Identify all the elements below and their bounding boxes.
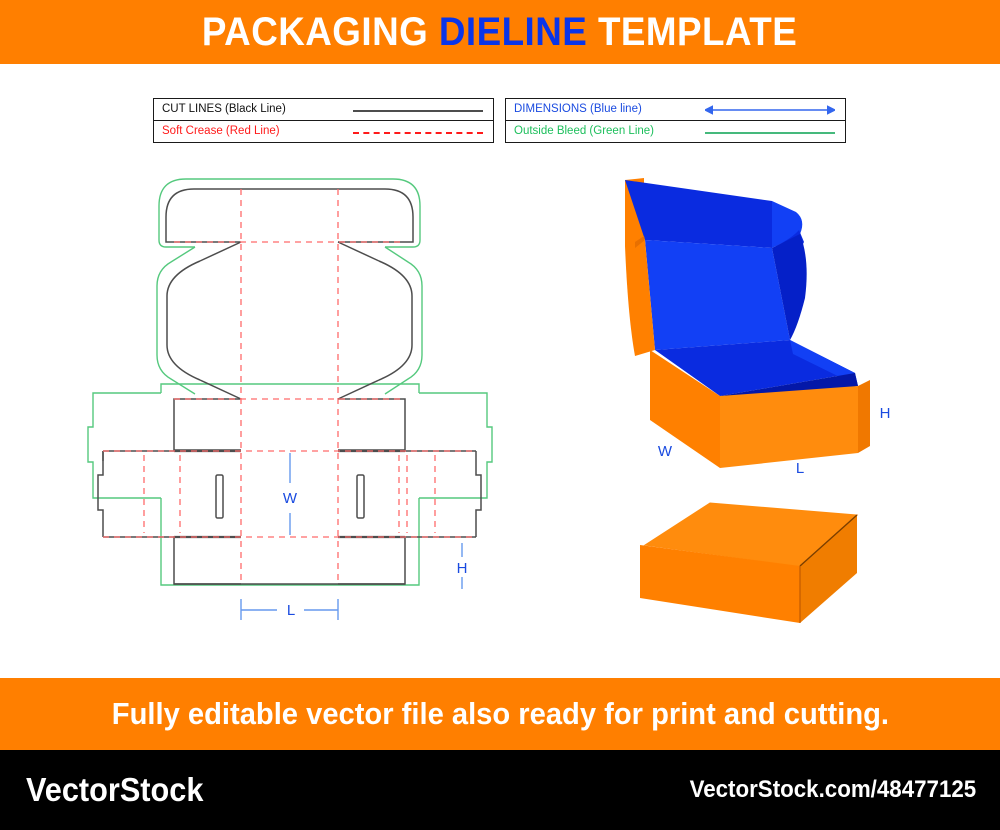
dimension-label-width: W [283, 490, 298, 507]
tagline-banner: Fully editable vector file also ready fo… [0, 678, 1000, 750]
dimension-label-height: H [457, 560, 468, 577]
box-base-right-face [858, 380, 870, 453]
box-lid-front-panel [645, 240, 790, 350]
legend-label-dimensions: DIMENSIONS (Blue line) [514, 102, 642, 115]
box-3d-closed-render [640, 502, 859, 623]
title-word-packaging: PACKAGING [202, 9, 429, 54]
legend-sample-dashed-red-line [353, 127, 483, 137]
legend-row-dimensions: DIMENSIONS (Blue line) [506, 99, 845, 121]
legend-box-dimensions-bleed: DIMENSIONS (Blue line) Outside Bleed (Gr… [505, 98, 846, 143]
legend-row-soft-crease: Soft Crease (Red Line) [154, 121, 493, 143]
legend-label-outside-bleed: Outside Bleed (Green Line) [514, 125, 654, 138]
box-interior-back-wall [790, 340, 858, 386]
title-word-template: TEMPLATE [598, 9, 798, 54]
box-lid-inner-top [625, 180, 772, 248]
legend-box-cut-crease: CUT LINES (Black Line) Soft Crease (Red … [153, 98, 494, 143]
legend-sample-solid-green-line [705, 127, 835, 137]
dimension-annotations: W L H [240, 453, 468, 620]
footer-bar: VectorStock VectorStock.com/48477125 [0, 750, 1000, 830]
legend-sample-solid-black-line [353, 105, 483, 115]
page-title: PACKAGING DIELINE TEMPLATE [202, 10, 797, 55]
box-3d-open-render: H W L [625, 178, 891, 477]
box-base-front-face [720, 386, 858, 468]
vectorstock-url: VectorStock.com/48477125 [689, 776, 976, 803]
box-closed-seam-line [799, 514, 858, 567]
box-dimension-label-length: L [796, 460, 804, 477]
box-closed-front-face [640, 545, 800, 623]
soft-crease-lines [103, 189, 476, 584]
box-closed-right-face [800, 515, 857, 623]
legend-row-outside-bleed: Outside Bleed (Green Line) [506, 121, 845, 143]
header-banner: PACKAGING DIELINE TEMPLATE [0, 0, 1000, 64]
title-word-dieline: DIELINE [439, 9, 588, 54]
legend-label-soft-crease: Soft Crease (Red Line) [162, 125, 280, 138]
legend-sample-double-arrow-blue-line [705, 104, 835, 115]
dimension-label-length: L [287, 602, 295, 619]
vectorstock-logo: VectorStock [26, 771, 204, 808]
legend-label-cut-lines: CUT LINES (Black Line) [162, 102, 286, 115]
box-base-left-face [650, 350, 720, 468]
box-lid-left-fold [635, 236, 645, 248]
box-lid-right-flap [772, 234, 807, 340]
box-dimension-label-width: W [658, 443, 673, 460]
box-lid-left-outer-wall [625, 240, 655, 356]
tagline-text: Fully editable vector file also ready fo… [111, 696, 889, 731]
box-dimension-label-height: H [880, 405, 891, 422]
legend-row-cut-lines: CUT LINES (Black Line) [154, 99, 493, 121]
dieline-flat-drawing: W L H [87, 178, 493, 620]
outside-bleed-outline [87, 178, 493, 586]
